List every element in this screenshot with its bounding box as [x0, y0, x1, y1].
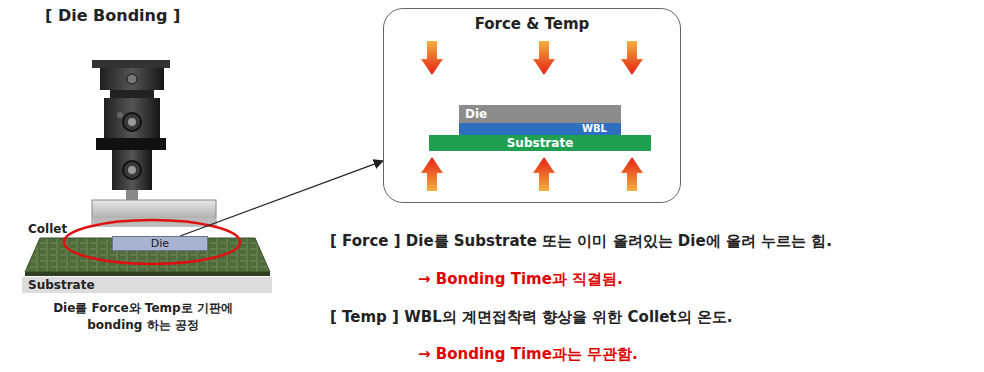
detail-box: Force & TempDieWBLSubstrate — [383, 8, 681, 203]
note-result: → Bonding Time과는 무관함. — [418, 345, 638, 364]
note-result: → Bonding Time과 직결됨. — [418, 270, 623, 289]
up-arrow — [621, 157, 643, 191]
down-arrow — [621, 41, 643, 75]
substrate-strip: Substrate — [22, 277, 272, 293]
node-text: Die — [113, 237, 207, 250]
highlight-ellipse — [64, 220, 240, 264]
node-text: Substrate — [22, 277, 272, 293]
wbl-layer: WBL — [459, 123, 621, 135]
zoom-arrow — [180, 161, 383, 236]
die-layer: Die — [459, 105, 621, 123]
down-arrow — [421, 41, 443, 75]
note-text: [ Temp ] WBL의 계면접착력 향상을 위한 Collet의 온도. — [330, 308, 732, 327]
substrate-layer: Substrate — [429, 135, 651, 151]
page-title: [ Die Bonding ] — [45, 6, 180, 25]
down-arrow — [533, 41, 555, 75]
die-chip: Die — [112, 236, 208, 251]
node-text: WBL — [459, 123, 621, 135]
part-label: Collet — [28, 222, 67, 236]
node-text: Force & Temp — [384, 9, 680, 33]
up-arrow — [421, 157, 443, 191]
node-text: Substrate — [429, 135, 651, 151]
illustration-caption: Die를 Force와 Temp로 기판에 bonding 하는 공정 — [38, 300, 248, 334]
note-text: [ Force ] Die를 Substrate 또는 이미 올려있는 Die에… — [330, 232, 832, 251]
up-arrow — [533, 157, 555, 191]
bond-head — [92, 60, 216, 226]
node-text: Die — [459, 105, 621, 123]
